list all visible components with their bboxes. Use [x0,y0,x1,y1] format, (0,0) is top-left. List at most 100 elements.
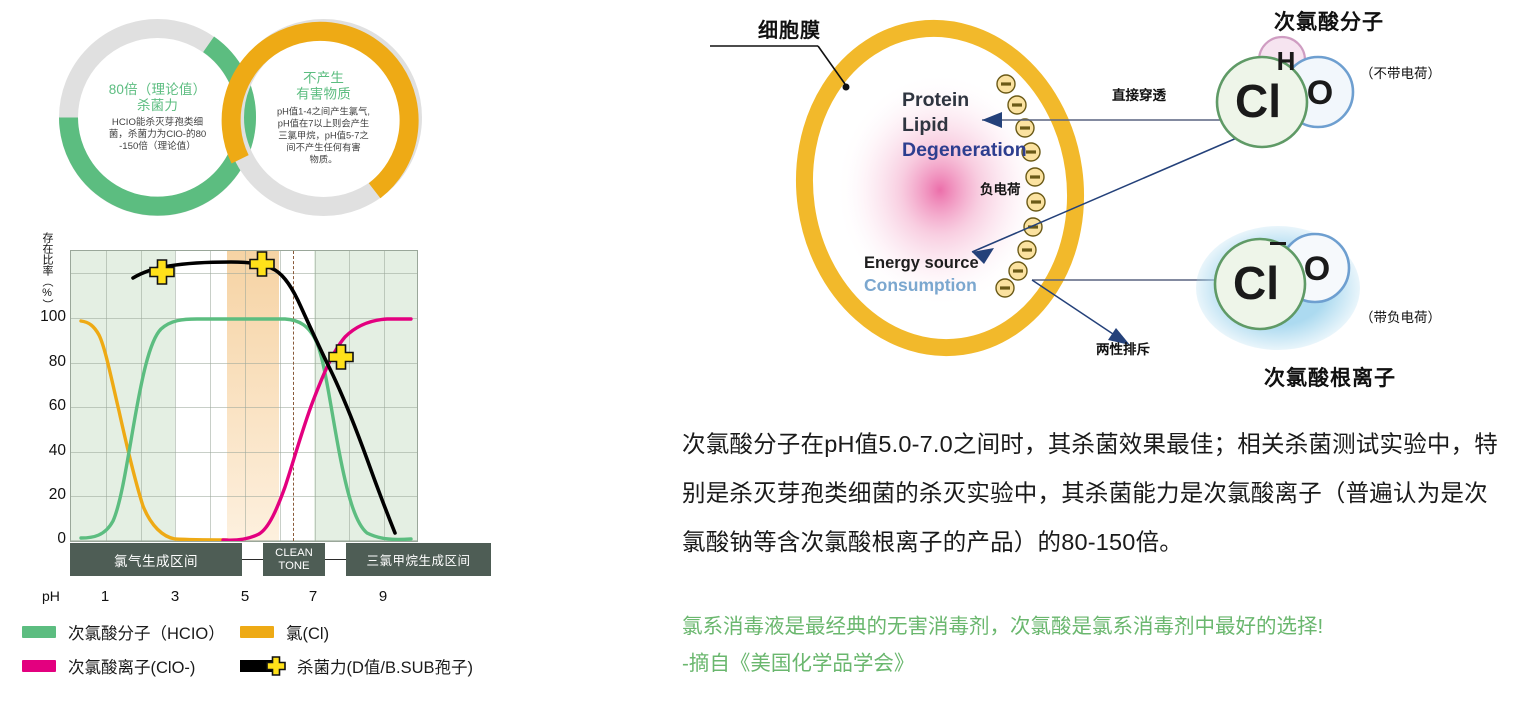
membrane-ellipse [795,19,1085,357]
region-bar-trihalomethane: 三氯甲烷生成区间 [346,543,491,576]
marker-bactericidal-3 [328,344,354,370]
arrow-energy-line [971,127,1261,253]
ytick-40: 40 [48,442,66,459]
label-negative-charge: 负电荷 [980,182,1021,197]
ion-minus-sign [1270,242,1286,245]
ytick-80: 80 [48,353,66,370]
clean-tone-threshold-line [293,251,294,541]
xtick-3: 3 [170,588,180,605]
clean-tone-line1: CLEAN [275,547,313,559]
title-hclo-molecule: 次氯酸分子 [1274,11,1384,34]
diagram-graphics: H O Cl O Cl [710,19,1360,357]
vgrid-6 [279,251,281,541]
donut-1-body-line1: HCIO能杀灭芽孢类细 [111,116,204,128]
hgrid-120 [71,273,417,275]
atom-h-label: H [1277,46,1296,76]
donut-1-body-line3: -150倍（理论值） [119,141,196,153]
vgrid-8 [349,251,351,541]
plot-band-clean-tone [227,251,279,541]
vgrid-4 [210,251,212,541]
atom-cl-circle [1215,55,1309,149]
curve-bactericidal-power [131,260,397,535]
protein-line-3: Degeneration [902,139,1027,161]
ytick-60: 60 [48,397,66,414]
donut-2-body-line3: 三氯甲烷，pH值5-7之 [278,130,369,140]
legend-item-bactericidal: 杀菌力(D值/B.SUB孢子) [240,654,473,678]
xtick-7: 7 [308,588,318,605]
plot-band-white-left [175,251,227,541]
chart-plot-area [70,250,418,542]
donut-group: 80倍（理论值） 杀菌力 HCIO能杀灭芽孢类细 菌，杀菌力为ClO-的80 -… [30,10,460,225]
left-panel: 80倍（理论值） 杀菌力 HCIO能杀灭芽孢类细 菌，杀菌力为ClO-的80 -… [0,0,660,701]
green-callout-line2: -摘自《美国化学品学会》 [682,652,915,675]
ion-o-label: O [1304,250,1330,288]
donut-2-text: 不产生 有害物质 pH值1-4之间产生氯气, pH值在7以上则会产生 三氯甲烷，… [263,70,385,165]
membrane-leader-d [817,45,846,85]
chart-legend: 次氯酸分子（HCIO） 次氯酸离子(ClO-) 氯(Cl) 杀菌力(D值/B.S… [22,620,562,690]
energy-line-1: Energy source [864,254,979,272]
protein-line-1: Protein [902,89,970,111]
xtick-1: 1 [100,588,110,605]
legend-label-hclo: 次氯酸分子（HCIO） [68,625,225,643]
note-hclo-no-charge: （不带电荷） [1360,66,1441,81]
marker-bactericidal-2 [249,251,275,277]
arrow-direct-penetration-head [982,112,1002,128]
label-energy-consumption: Energy source Consumption [864,252,979,296]
donut-1-body-line2: 菌，杀菌力为ClO-的80 [108,128,207,140]
hgrid-60 [71,407,417,409]
label-amphoteric-repulsion: 两性排斥 [1096,342,1150,357]
ion-cl-label: Cl [1233,257,1279,309]
donut-2-body-line5: 物质。 [309,154,338,164]
legend-label-clo-ion: 次氯酸离子(ClO-) [68,659,196,677]
chart-region-bars: 氯气生成区间 CLEAN TONE 三氯甲烷生成区间 [70,543,491,577]
donut-no-harmful-substance: 不产生 有害物质 pH值1-4之间产生氯气, pH值在7以上则会产生 三氯甲烷，… [216,10,431,225]
region-bar-chlorine-gas: 氯气生成区间 [70,543,242,576]
vgrid-5 [245,251,246,541]
label-protein-lipid-degeneration: Protein Lipid Degeneration [902,88,1027,163]
chart-x-axis-ticks: pH 1 3 5 7 9 [42,588,442,612]
donut-2-headline-line1: 不产生 [302,70,345,85]
legend-label-chlorine: 氯(Cl) [286,625,330,643]
curve-hypochlorous-acid [79,317,413,541]
hgrid-80 [71,362,417,364]
vgrid-1 [105,251,107,541]
donut-1-text: 80倍（理论值） 杀菌力 HCIO能杀灭芽孢类细 菌，杀菌力为ClO-的80 -… [95,81,221,153]
legend-item-chlorine: 氯(Cl) [240,620,329,644]
right-panel: H O Cl O Cl 细胞膜 Protein Lipid Deg [660,0,1516,701]
donut-2-headline-line2: 有害物质 [296,86,351,101]
vgrid-3 [175,251,177,541]
legend-item-hclo: 次氯酸分子（HCIO） [22,620,225,644]
legend-swatch-chlorine [240,626,274,638]
chart-y-axis-title: 存在比率（%） [41,232,53,310]
label-direct-penetration: 直接穿透 [1112,88,1166,103]
vgrid-2 [140,251,142,541]
ph-axis-label: pH [42,588,60,604]
note-clo-negative-charge: （带负电荷） [1360,310,1441,325]
donut-2-body-line1: pH值1-4之间产生氯气, [277,106,370,116]
legend-label-bactericidal: 杀菌力(D值/B.SUB孢子) [297,659,474,677]
curve-hypochlorite-ion [221,317,413,541]
marker-bactericidal-1 [149,259,175,285]
arrow-repel-head [1108,328,1130,345]
arrow-repel-line-d [1031,279,1123,341]
clo-ion-molecule: O Cl [1196,226,1360,350]
membrane-leader-dot [842,83,850,91]
ytick-100: 100 [40,308,66,325]
legend-swatch-clo-ion [22,660,56,672]
ion-cl-circle [1213,237,1307,331]
ytick-0: 0 [57,530,66,547]
legend-swatch-hclo [22,626,56,638]
clean-tone-line2: TONE [278,559,310,572]
energy-line-2: Consumption [864,275,977,295]
donut-1-headline-line2: 杀菌力 [136,97,179,113]
label-cell-membrane: 细胞膜 [758,20,821,42]
hclo-molecule: H O Cl [1215,35,1355,149]
cell-membrane-diagram: H O Cl O Cl 细胞膜 Protein Lipid Deg [660,0,1516,400]
title-clo-ion: 次氯酸根离子 [1264,367,1396,390]
green-callout: 氯系消毒液是最经典的无害消毒剂，次氯酸是氯系消毒剂中最好的选择! -摘自《美国化… [682,608,1516,682]
axis-baseline [70,559,418,560]
negative-charge-group [995,74,1046,298]
legend-plus-marker-icon [265,655,287,677]
hgrid-40 [71,451,417,453]
